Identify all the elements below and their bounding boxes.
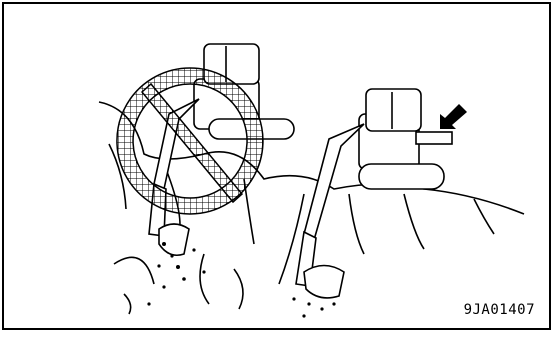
figure-code: 9JA01407: [464, 302, 535, 318]
prohibition-icon: [117, 68, 263, 214]
excavator-right: [296, 89, 452, 298]
arrow-pointer-icon: [440, 104, 467, 129]
illustration: [4, 4, 555, 338]
figure-frame: 9JA01407: [2, 2, 551, 330]
